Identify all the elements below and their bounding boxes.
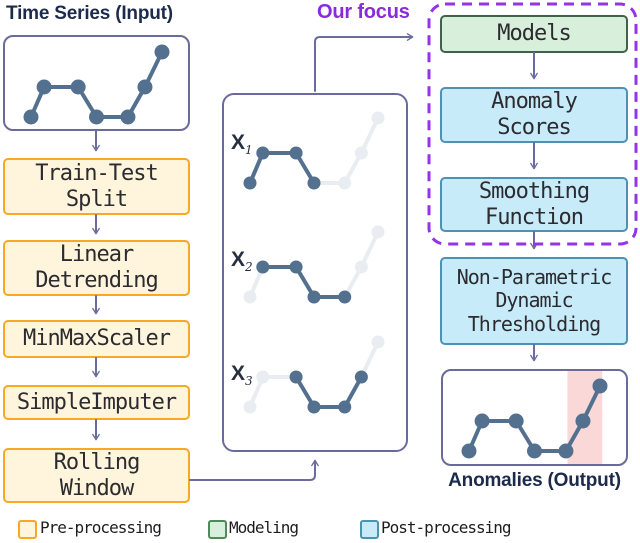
step-rolling-window: Rolling Window [3, 448, 190, 503]
window-label-x2: X2 [231, 248, 253, 274]
output-title: Anomalies (Output) [448, 470, 621, 491]
step-train-test-split: Train-Test Split [3, 158, 190, 215]
legend-label-preprocessing: Pre-processing [40, 518, 162, 537]
legend-swatch-preprocessing [18, 520, 37, 539]
input-title: Time Series (Input) [6, 3, 173, 24]
window2-series-chart [243, 225, 385, 304]
window-label-x1: X1 [231, 131, 253, 157]
window-label-x2-base: X [231, 248, 246, 271]
input-chart-panel [3, 35, 190, 131]
step-linear-detrending: Linear Detrending [3, 240, 190, 296]
window-label-x1-sub: 1 [245, 143, 253, 158]
input-series-chart [23, 44, 170, 125]
step-minmaxscaler: MinMaxScaler [3, 320, 190, 358]
step-smoothing-function: Smoothing Function [440, 177, 628, 232]
step-anomaly-scores: Anomaly Scores [440, 87, 628, 143]
window-label-x3-base: X [231, 362, 246, 385]
legend-swatch-modeling [208, 520, 227, 539]
window-label-x2-sub: 2 [245, 260, 253, 275]
output-series-chart [461, 371, 608, 464]
window-label-x1-base: X [231, 131, 246, 154]
legend-swatch-postprocessing [360, 520, 379, 539]
step-models: Models [440, 15, 628, 53]
window-label-x3-sub: 3 [245, 374, 253, 389]
step-simpleimputer: SimpleImputer [3, 385, 190, 420]
window-label-x3: X3 [231, 362, 253, 388]
output-chart-panel [441, 369, 628, 466]
our-focus-label: Our focus [317, 1, 410, 23]
window1-series-chart [243, 111, 385, 190]
step-nonparametric-thresholding: Non-Parametric Dynamic Thresholding [440, 257, 628, 345]
legend-label-postprocessing: Post-processing [381, 518, 511, 537]
window3-series-chart [243, 335, 385, 414]
legend-label-modeling: Modeling [229, 518, 299, 537]
windows-panel [222, 93, 408, 452]
